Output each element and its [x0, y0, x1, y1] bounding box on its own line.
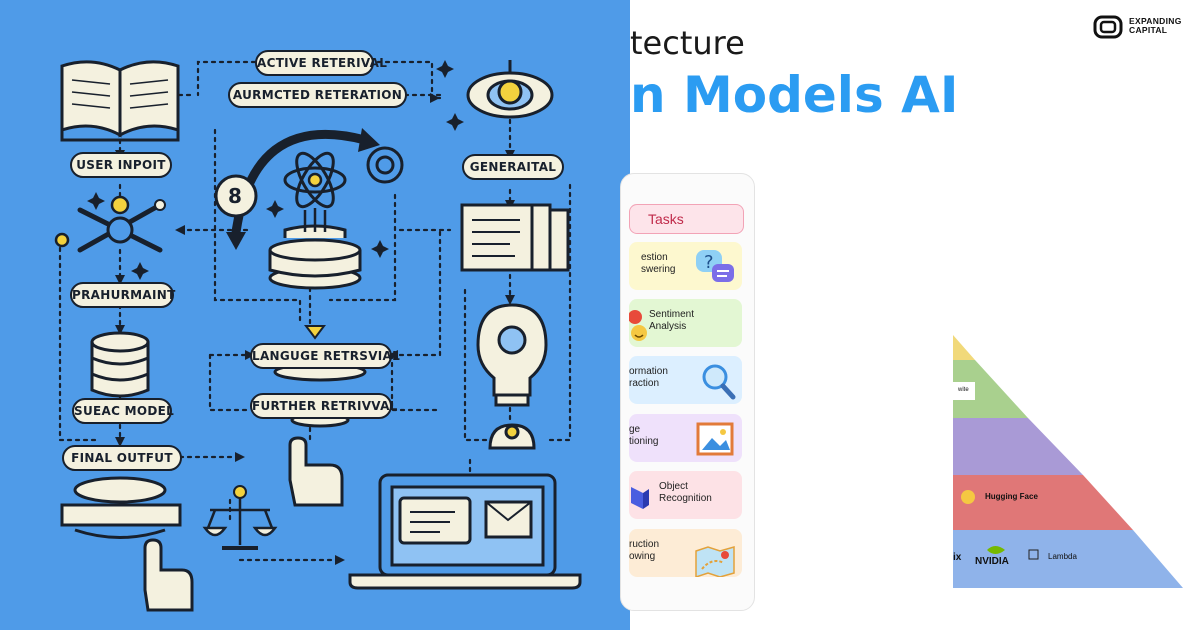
pyramid-level-5	[953, 530, 1183, 588]
pyramid-logo-ix: ix	[953, 552, 962, 563]
label-active-retrieval: ACTIVE RETERIVAL	[255, 50, 387, 76]
magnifier-icon	[702, 364, 736, 400]
label-further-retrieval: FURTHER RETRIVVAL	[250, 393, 397, 419]
label-model: SUEAC MODEL	[72, 398, 174, 424]
lambda-logo-icon	[1028, 549, 1039, 560]
pyramid-level-3	[953, 418, 1083, 475]
pyramid-hugging-face-label: Hugging Face	[985, 492, 1038, 501]
tasks-header-label: Tasks	[648, 211, 684, 227]
task-label: ruction owing	[629, 539, 660, 562]
slide: tecture n Models AI EXPANDING CAPITAL Ta…	[620, 0, 1200, 630]
task-label: estion swering	[641, 252, 676, 275]
slide-title-line-1: tecture	[630, 24, 745, 62]
task-label: Sentiment Analysis	[649, 309, 695, 332]
pyramid-level-2	[953, 360, 1028, 418]
emoji-faces-icon	[629, 310, 647, 341]
map-icon	[695, 546, 735, 577]
label-language-retrieval: LANGUGE RETRSVIAL	[250, 343, 400, 369]
pyramid-logo-nvidia: NVIDIA	[975, 556, 1009, 567]
illustration-lines	[54, 60, 582, 612]
task-instruction-following: ruction owing	[629, 529, 742, 577]
label-final-output: FINAL OUTFUT	[62, 445, 182, 471]
cube-icon	[631, 487, 649, 509]
task-label: Object Recognition	[659, 481, 712, 504]
brand-name: EXPANDING CAPITAL	[1129, 17, 1182, 35]
slide-title-line-2: n Models AI	[630, 66, 959, 124]
tasks-header: Tasks	[629, 204, 744, 234]
label-generation: GENERAITAL	[462, 154, 564, 180]
pyramid-level-2-text: wite	[958, 387, 969, 393]
picture-frame-icon	[696, 422, 734, 456]
question-chat-icon: ?	[696, 250, 734, 282]
task-image-captioning: ge tioning	[629, 414, 742, 462]
pyramid-level-1	[953, 335, 975, 360]
brand-line-2: CAPITAL	[1129, 25, 1168, 35]
tasks-card: Tasks estion swering ? Sentiment Analysi…	[620, 173, 755, 611]
bubble-glyph: 8	[228, 184, 242, 208]
rag-illustration: ACTIVE RETERIVAL AURMCTED RETERATION USE…	[0, 0, 630, 630]
task-object-recognition: Object Recognition	[629, 471, 742, 519]
nvidia-eye-icon	[987, 546, 1005, 554]
svg-text:?: ?	[704, 252, 714, 273]
pyramid-logo-lambda: Lambda	[1048, 552, 1077, 561]
label-preprocessing: PRAHURMAINT	[70, 282, 175, 308]
task-label: ormation raction	[629, 366, 668, 389]
brand-line-1: EXPANDING	[1129, 16, 1182, 26]
brand-logo: EXPANDING CAPITAL	[1093, 14, 1193, 40]
pyramid-logo-box	[953, 382, 975, 400]
pyramid-level-4	[953, 475, 1133, 530]
label-user-input: USER INPOIT	[70, 152, 172, 178]
task-sentiment-analysis: Sentiment Analysis	[629, 299, 742, 347]
task-information-extraction: ormation raction	[629, 356, 742, 404]
task-question-answering: estion swering ?	[629, 242, 742, 290]
label-augmented-retrieval: AURMCTED RETERATION	[228, 82, 407, 108]
hugging-face-icon	[961, 490, 975, 504]
ai-stack-pyramid	[953, 335, 1183, 588]
expanding-capital-logo-icon	[1093, 15, 1123, 39]
task-label: ge tioning	[629, 424, 659, 447]
